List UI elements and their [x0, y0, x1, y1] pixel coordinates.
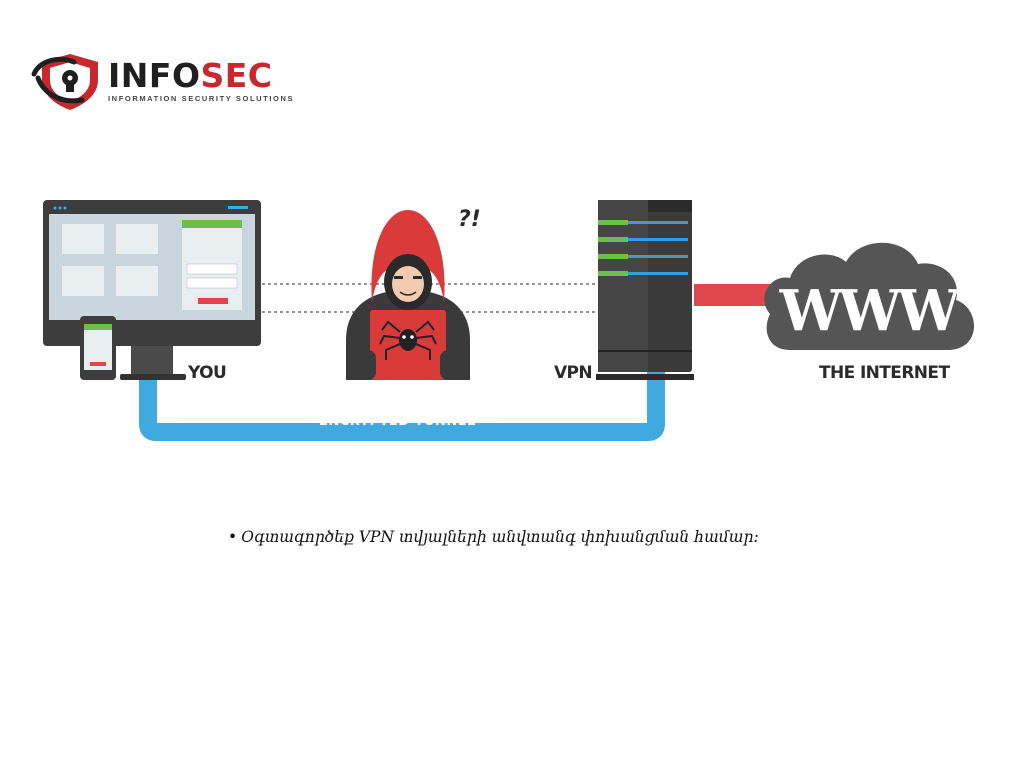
logo-wordmark: INFOSEC: [108, 56, 273, 96]
label-encrypted-tunnel: ENCRYPTED TUNNEL: [319, 414, 476, 429]
hacker-mark: ?!: [458, 207, 481, 232]
logo-tagline: INFORMATION SECURITY SOLUTIONS: [108, 94, 294, 103]
bullet-mark: •: [228, 528, 237, 546]
smartphone-icon: [80, 316, 116, 380]
caption-text: Օգտագործեք VPN տվյալների անվտանգ փոխանցմ…: [241, 528, 759, 546]
computer-monitor-icon: [43, 200, 261, 380]
logo-word-sec: SEC: [201, 56, 273, 95]
logo-word-info: INFO: [108, 56, 201, 95]
cloud-icon: WWW: [764, 243, 974, 350]
vpn-diagram: WWW ?! YOU VPN THE INTERNET ENCRYPTED TU…: [30, 190, 1010, 450]
hacker-icon: [346, 210, 470, 380]
cloud-www-text: WWW: [779, 278, 962, 344]
label-you: YOU: [188, 363, 226, 383]
shield-lock-icon: [30, 50, 104, 112]
diagram-graphics: WWW ?!: [30, 190, 1010, 450]
label-internet: THE INTERNET: [819, 363, 949, 383]
caption-bullet-item: •Օգտագործեք VPN տվյալների անվտանգ փոխանց…: [228, 528, 759, 546]
label-vpn: VPN: [554, 363, 592, 383]
server-icon: [596, 200, 694, 380]
infosec-logo: INFOSEC INFORMATION SECURITY SOLUTIONS: [30, 50, 300, 112]
